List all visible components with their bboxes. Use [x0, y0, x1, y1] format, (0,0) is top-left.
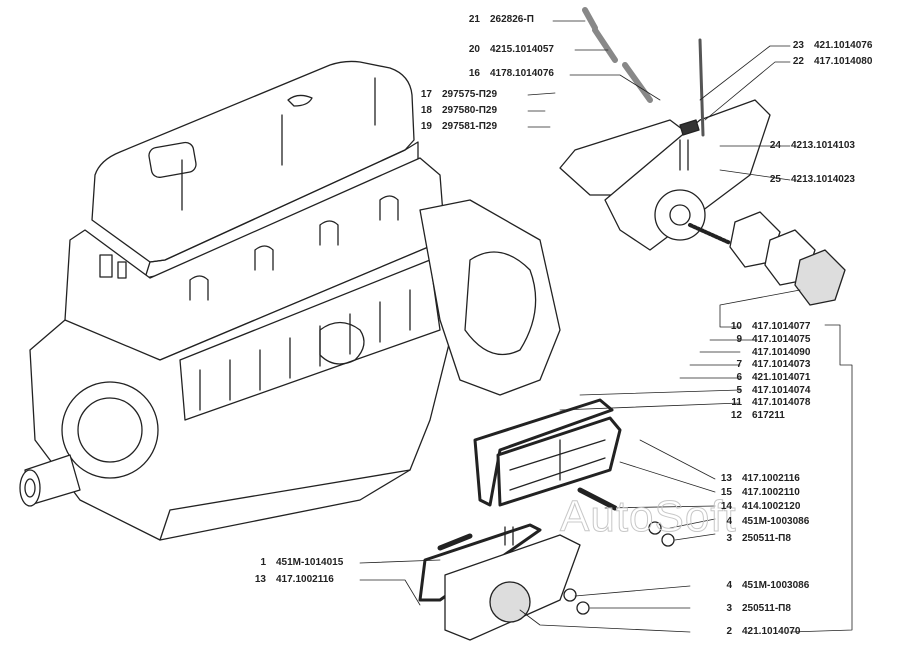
leader-lines [359, 20, 853, 633]
upper-pump-assembly [559, 7, 846, 306]
valve-cover [91, 60, 419, 279]
lower-pump-assembly [418, 398, 675, 641]
bellhousing [419, 199, 561, 396]
watermark: AutoSoft [560, 492, 737, 542]
timing-cover [19, 381, 159, 507]
callout-8: 417.1014090 [752, 347, 811, 358]
